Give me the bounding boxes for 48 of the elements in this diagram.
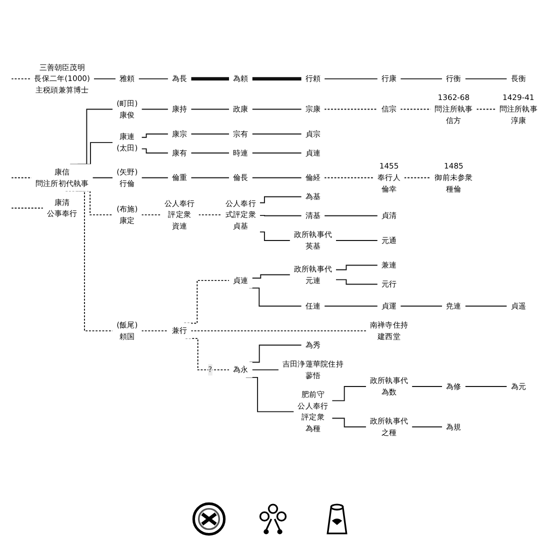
connector bbox=[252, 369, 280, 370]
connector bbox=[324, 306, 378, 307]
connector bbox=[190, 330, 367, 332]
connector bbox=[93, 78, 116, 80]
connector bbox=[10, 208, 44, 209]
connector bbox=[332, 386, 367, 402]
connector bbox=[138, 78, 169, 80]
connector bbox=[190, 108, 230, 110]
connector bbox=[324, 78, 378, 80]
connector bbox=[335, 279, 378, 285]
connector bbox=[400, 78, 443, 80]
connector bbox=[332, 418, 367, 428]
connector bbox=[141, 330, 169, 332]
connector bbox=[476, 108, 496, 110]
connector bbox=[252, 274, 291, 279]
connector bbox=[10, 177, 32, 178]
connector bbox=[190, 152, 230, 154]
connector bbox=[141, 148, 169, 154]
connector bbox=[141, 134, 169, 138]
connector bbox=[141, 108, 169, 110]
connector bbox=[141, 214, 162, 216]
connector bbox=[464, 386, 508, 387]
connector bbox=[249, 344, 302, 363]
connector bbox=[190, 177, 230, 178]
connector bbox=[324, 108, 378, 110]
connector bbox=[259, 196, 302, 204]
connector bbox=[335, 240, 378, 241]
connector bbox=[252, 77, 302, 80]
connector bbox=[411, 426, 443, 428]
connector bbox=[252, 177, 302, 178]
connector bbox=[411, 386, 443, 387]
connector bbox=[141, 177, 169, 178]
connector bbox=[191, 77, 230, 80]
connector bbox=[335, 264, 378, 270]
connector bbox=[464, 78, 508, 80]
connector bbox=[400, 108, 432, 110]
connector bbox=[404, 177, 432, 178]
connector bbox=[198, 214, 222, 216]
connector bbox=[324, 177, 374, 178]
connector bbox=[400, 306, 443, 307]
connector bbox=[10, 78, 31, 80]
connector bbox=[92, 177, 114, 178]
connector bbox=[324, 215, 378, 216]
connector bbox=[252, 108, 302, 110]
connector bbox=[464, 306, 508, 307]
connector bbox=[259, 231, 291, 241]
connector bbox=[259, 214, 302, 216]
connector bbox=[252, 152, 302, 154]
